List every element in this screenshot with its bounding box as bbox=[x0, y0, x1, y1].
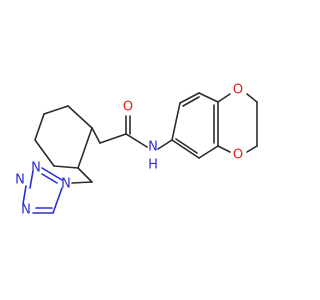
tetrazole-n4-label: N bbox=[21, 203, 31, 218]
structure-diagram: O N H O O N N N N bbox=[15, 83, 258, 218]
tetrazole-n3-label: N bbox=[15, 173, 25, 188]
amide-nitrogen-label: N bbox=[148, 140, 158, 155]
tetrazole-n2-label: N bbox=[31, 161, 41, 176]
methylene-linker bbox=[71, 167, 93, 184]
tetrazole-n1-label: N bbox=[61, 177, 71, 192]
amide-aryl-bond bbox=[157, 139, 173, 150]
tetrazole-ring bbox=[22, 167, 63, 214]
acetamide-chain bbox=[91, 115, 148, 148]
molecule-drawing: O N H O O N N N N bbox=[15, 83, 258, 218]
cyclohexane-ring bbox=[34, 105, 93, 169]
dioxane-ring bbox=[217, 93, 258, 153]
atom-labels: O N H O O N N N N bbox=[15, 83, 243, 218]
dioxane-oxygen-top-label: O bbox=[233, 83, 243, 98]
benzene-ring bbox=[171, 92, 219, 159]
amide-hydrogen-label: H bbox=[148, 158, 158, 173]
dioxane-oxygen-bottom-label: O bbox=[233, 148, 243, 163]
carbonyl-oxygen-label: O bbox=[123, 100, 133, 115]
